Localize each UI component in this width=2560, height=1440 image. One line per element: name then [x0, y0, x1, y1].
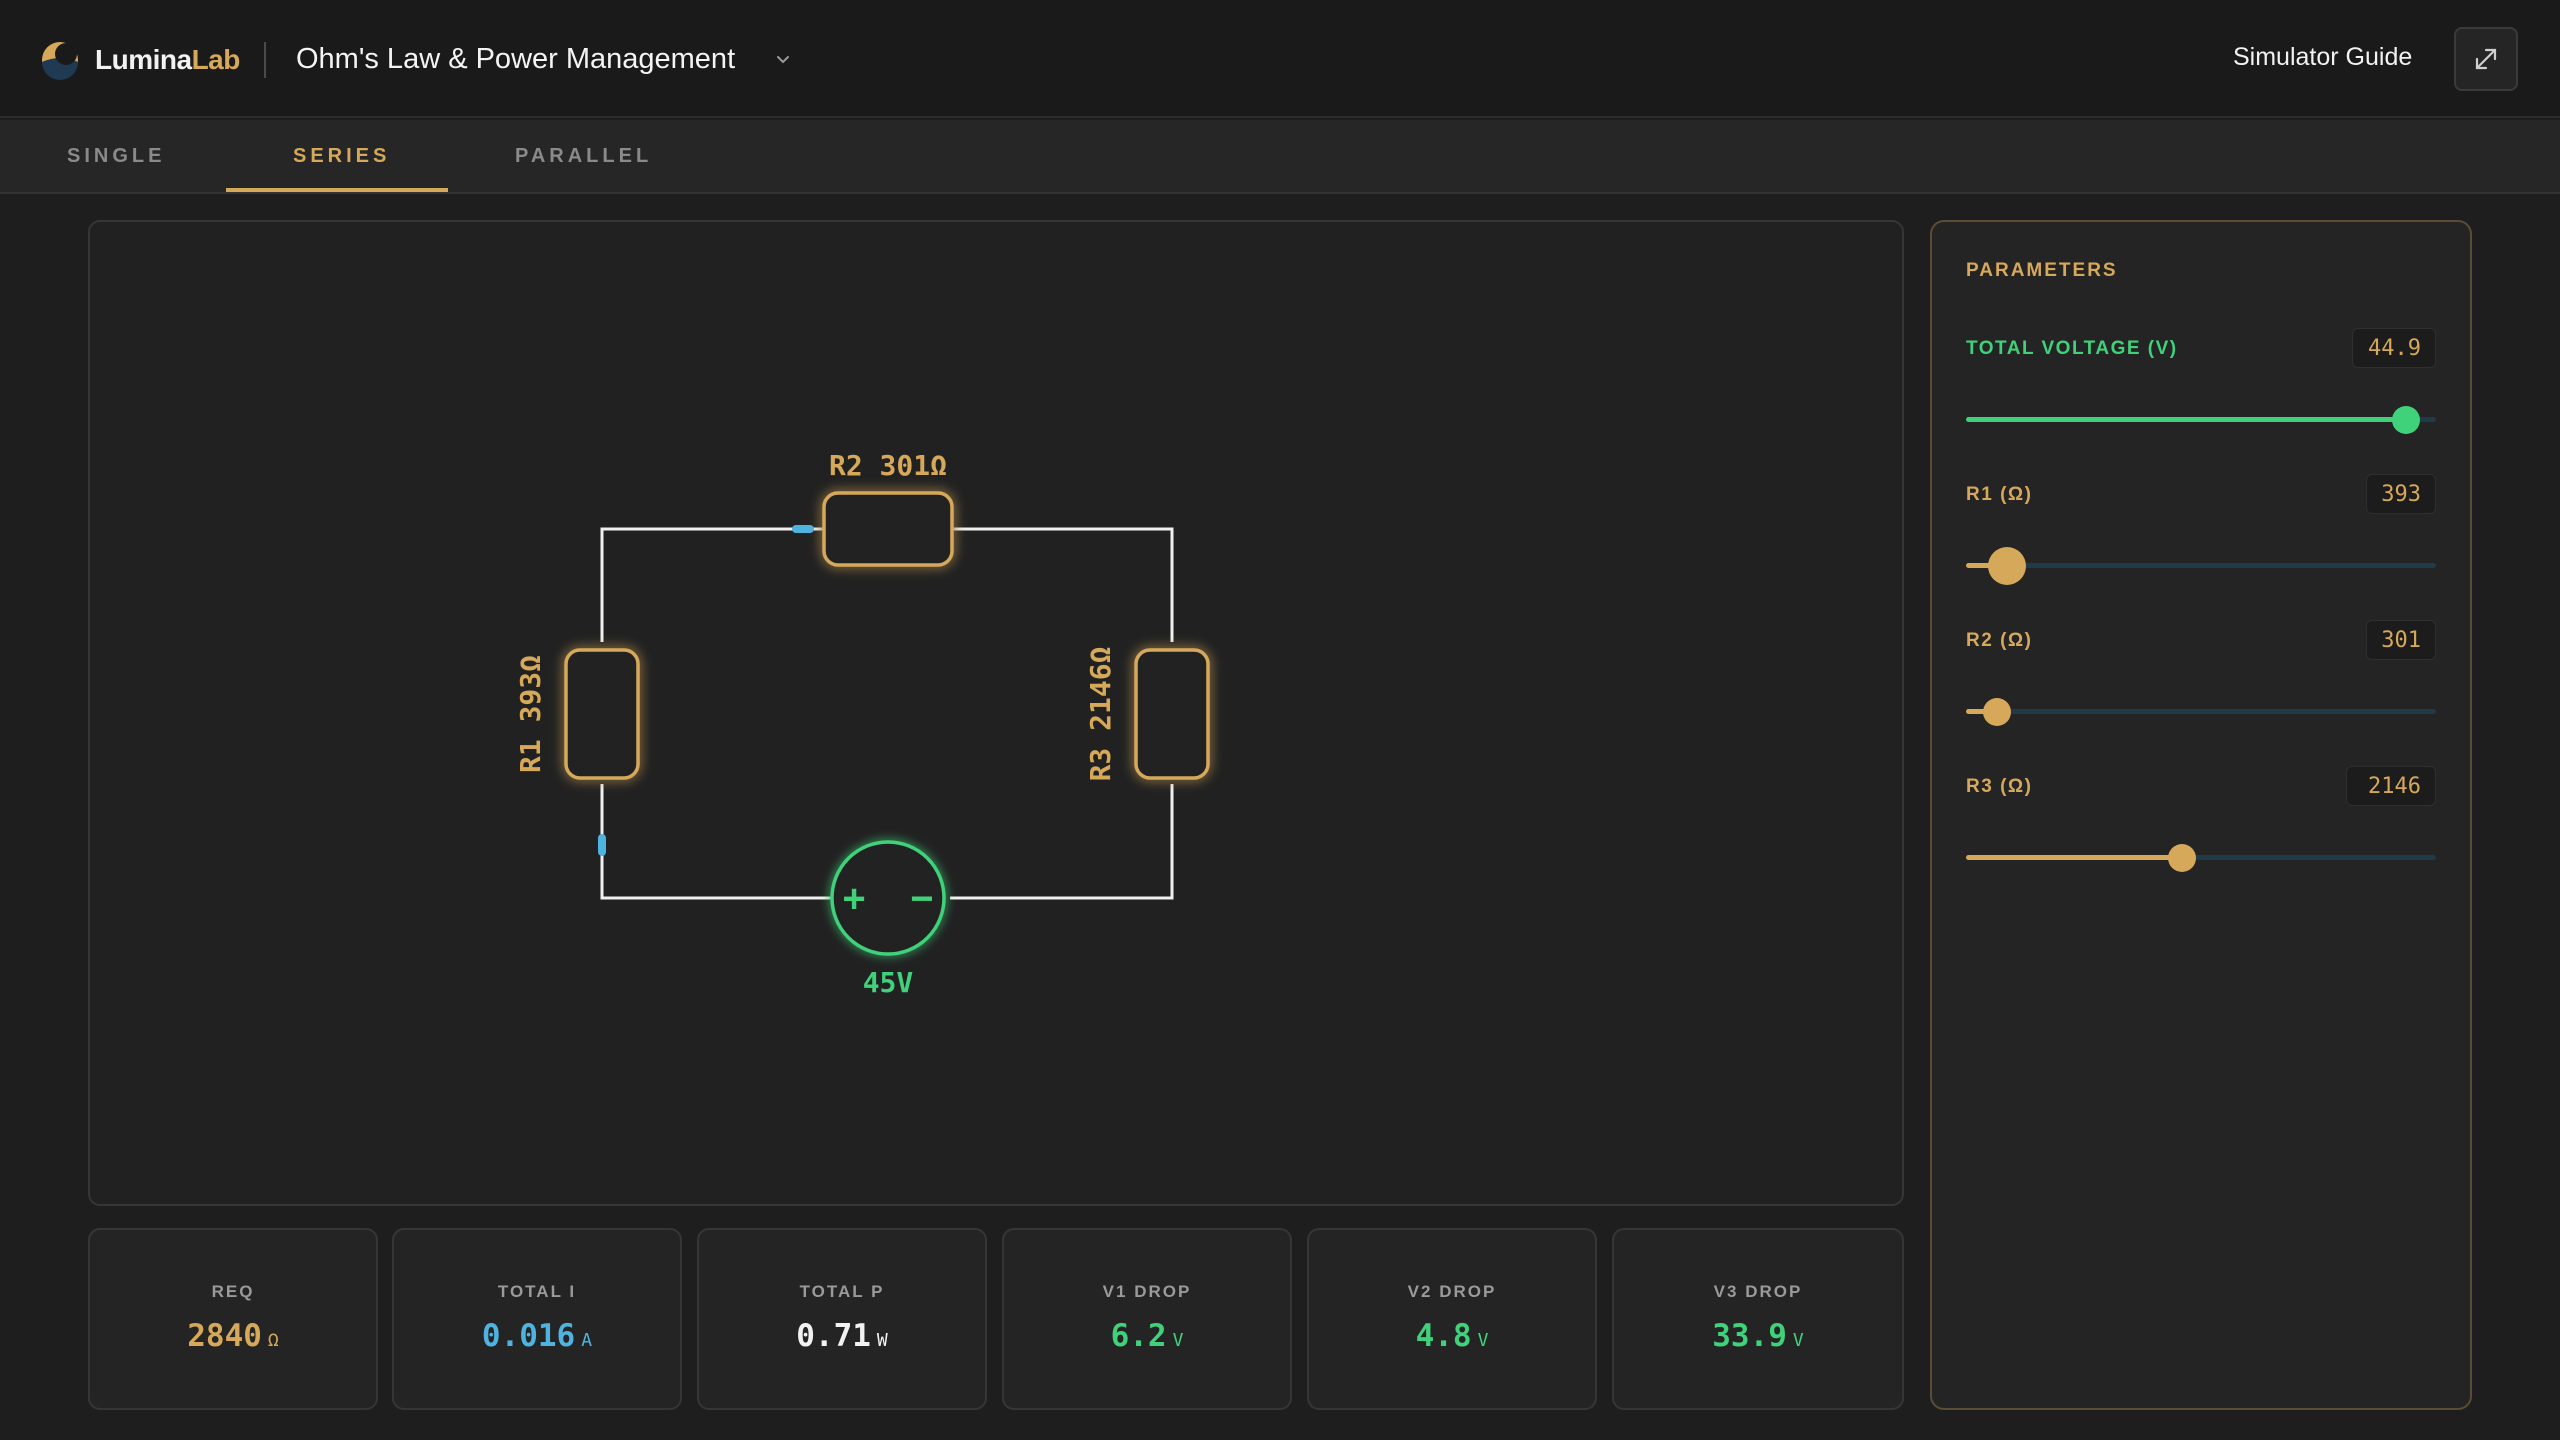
crescent-logo-icon — [42, 42, 78, 80]
source-plus-sign: + — [842, 877, 865, 921]
brand-part-lab: Lab — [191, 44, 241, 75]
r1-slider-thumb[interactable] — [1988, 547, 2026, 585]
resistor-r3[interactable] — [1134, 648, 1210, 780]
r3-value[interactable]: 2146 — [2346, 766, 2436, 806]
circuit-diagram: R2 301Ω R1 393Ω R3 2146Ω + − 45V — [514, 449, 1210, 999]
r1-slider[interactable] — [1966, 547, 2436, 585]
chevron-down-icon[interactable] — [773, 51, 793, 69]
metric-label: REQ — [211, 1282, 255, 1301]
metric-number: 33.9 — [1712, 1318, 1787, 1354]
r3-label: R3 (Ω) — [1966, 776, 2033, 797]
metric-number: 4.8 — [1415, 1318, 1472, 1354]
r3-slider-fill — [1966, 855, 2182, 860]
r1-label: R1 (Ω) — [1966, 484, 2033, 505]
resistor-r1-label: R1 393Ω — [514, 655, 547, 773]
r2-slider-thumb[interactable] — [1983, 698, 2011, 726]
r1-slider-fill — [1966, 563, 2006, 568]
metric-unit: V — [1172, 1330, 1184, 1351]
r1-value[interactable]: 393 — [2366, 474, 2436, 514]
metric-label: V2 DROP — [1407, 1282, 1497, 1301]
mode-tabs: SINGLE SERIES PARALLEL — [0, 120, 2560, 194]
voltage-source[interactable] — [830, 840, 946, 956]
header-divider — [264, 42, 266, 78]
voltage-slider-fill — [1966, 417, 2406, 422]
voltage-slider-thumb[interactable] — [2392, 406, 2420, 434]
metric-number: 0.71 — [796, 1318, 871, 1354]
r2-slider-fill — [1966, 709, 1996, 714]
resistor-r1[interactable] — [564, 648, 640, 780]
metric-unit: A — [581, 1330, 593, 1351]
current-dot — [792, 525, 814, 533]
active-tab-indicator — [226, 188, 448, 192]
metric-label: V1 DROP — [1102, 1282, 1192, 1301]
metric-number: 2840 — [187, 1318, 262, 1354]
metric-number: 0.016 — [481, 1318, 576, 1354]
brand-name: LuminaLab — [95, 44, 240, 76]
metric-unit: V — [1792, 1330, 1804, 1351]
simulation-title[interactable]: Ohm's Law & Power Management — [296, 43, 736, 75]
r2-value[interactable]: 301 — [2366, 620, 2436, 660]
tab-single[interactable]: SINGLE — [67, 144, 166, 167]
metric-label: V3 DROP — [1713, 1282, 1803, 1301]
metric-label: TOTAL I — [497, 1282, 577, 1301]
voltage-source-label: 45V — [863, 966, 914, 999]
current-dot — [598, 834, 606, 856]
resistor-r2-label: R2 301Ω — [829, 449, 947, 482]
brand-part-lumina: Lumina — [95, 44, 192, 75]
resistor-r3-label: R3 2146Ω — [1084, 647, 1117, 782]
metric-number: 6.2 — [1110, 1318, 1167, 1354]
parameters-title: PARAMETERS — [1966, 260, 2118, 281]
r2-label: R2 (Ω) — [1966, 630, 2033, 651]
source-minus-sign: − — [910, 877, 933, 921]
tab-series[interactable]: SERIES — [293, 144, 391, 167]
parameters-panel: PARAMETERS TOTAL VOLTAGE (V) 44.9 R1 (Ω)… — [1930, 220, 2472, 1410]
tab-parallel[interactable]: PARALLEL — [515, 144, 653, 167]
circuit-wires — [600, 527, 1174, 900]
fullscreen-button[interactable] — [2454, 27, 2518, 91]
voltage-slider[interactable] — [1966, 406, 2436, 434]
simulator-guide-link[interactable]: Simulator Guide — [2233, 43, 2413, 71]
voltage-label: TOTAL VOLTAGE (V) — [1966, 338, 2178, 359]
metric-unit: Ω — [267, 1330, 279, 1351]
r2-slider[interactable] — [1966, 698, 2436, 726]
metric-unit: W — [876, 1330, 888, 1351]
r3-slider-thumb[interactable] — [2168, 844, 2196, 872]
resistor-r2[interactable] — [822, 491, 954, 567]
r3-slider[interactable] — [1966, 844, 2436, 872]
app-header: LuminaLab Ohm's Law & Power Management S… — [0, 0, 2560, 118]
metric-label: TOTAL P — [799, 1282, 885, 1301]
expand-icon — [2475, 48, 2497, 70]
circuit-canvas[interactable]: R2 301Ω R1 393Ω R3 2146Ω + − 45V — [88, 220, 1904, 1206]
metric-unit: V — [1477, 1330, 1489, 1351]
voltage-value[interactable]: 44.9 — [2352, 328, 2436, 368]
